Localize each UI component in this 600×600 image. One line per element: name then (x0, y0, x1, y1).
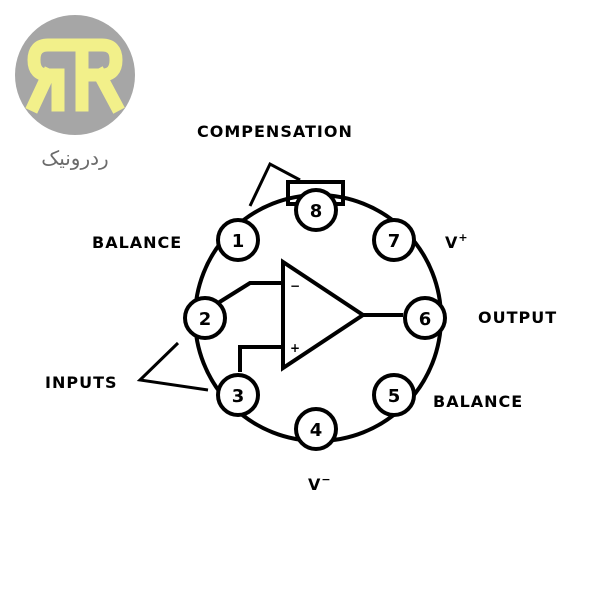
inputs-leader-line (136, 341, 209, 392)
logo-mark (25, 38, 125, 114)
pin-4: 4 (294, 407, 338, 451)
label-compensation: COMPENSATION (197, 122, 353, 141)
non-inverting-sign: + (290, 341, 300, 355)
pin-1: 1 (216, 218, 260, 262)
pin-7: 7 (372, 218, 416, 262)
pin-2-label: 2 (199, 309, 212, 330)
label-v-plus-base: V (445, 233, 458, 252)
pin-5-label: 5 (388, 386, 401, 407)
pin-6: 6 (403, 296, 447, 340)
inverting-sign: − (290, 279, 300, 293)
pin-1-label: 1 (232, 231, 245, 252)
label-output: OUTPUT (478, 308, 557, 327)
pin-3: 3 (216, 373, 260, 417)
label-v-minus-sup: − (321, 473, 331, 486)
label-v-plus: V+ (445, 231, 469, 252)
non-inverting-input-wire (238, 345, 283, 372)
label-v-minus: V− (308, 473, 332, 494)
pin-2: 2 (183, 296, 227, 340)
pin-8: 8 (294, 188, 338, 232)
label-v-plus-sup: + (458, 231, 468, 244)
logo-caption: ردرونیک (41, 146, 108, 170)
pin-5: 5 (372, 373, 416, 417)
pin-4-label: 4 (310, 420, 323, 441)
inverting-input-wire (216, 281, 283, 305)
pin-3-label: 3 (232, 386, 245, 407)
compensation-leader-line (248, 161, 301, 207)
company-logo: ردرونیک (15, 15, 135, 170)
label-inputs: INPUTS (45, 373, 118, 392)
label-v-minus-base: V (308, 475, 321, 494)
label-balance-bottom: BALANCE (433, 392, 523, 411)
pin-7-label: 7 (388, 231, 401, 252)
opamp-symbol (281, 258, 367, 372)
pin-8-label: 8 (310, 201, 323, 222)
pin-6-label: 6 (419, 309, 432, 330)
label-balance-top: BALANCE (92, 233, 182, 252)
